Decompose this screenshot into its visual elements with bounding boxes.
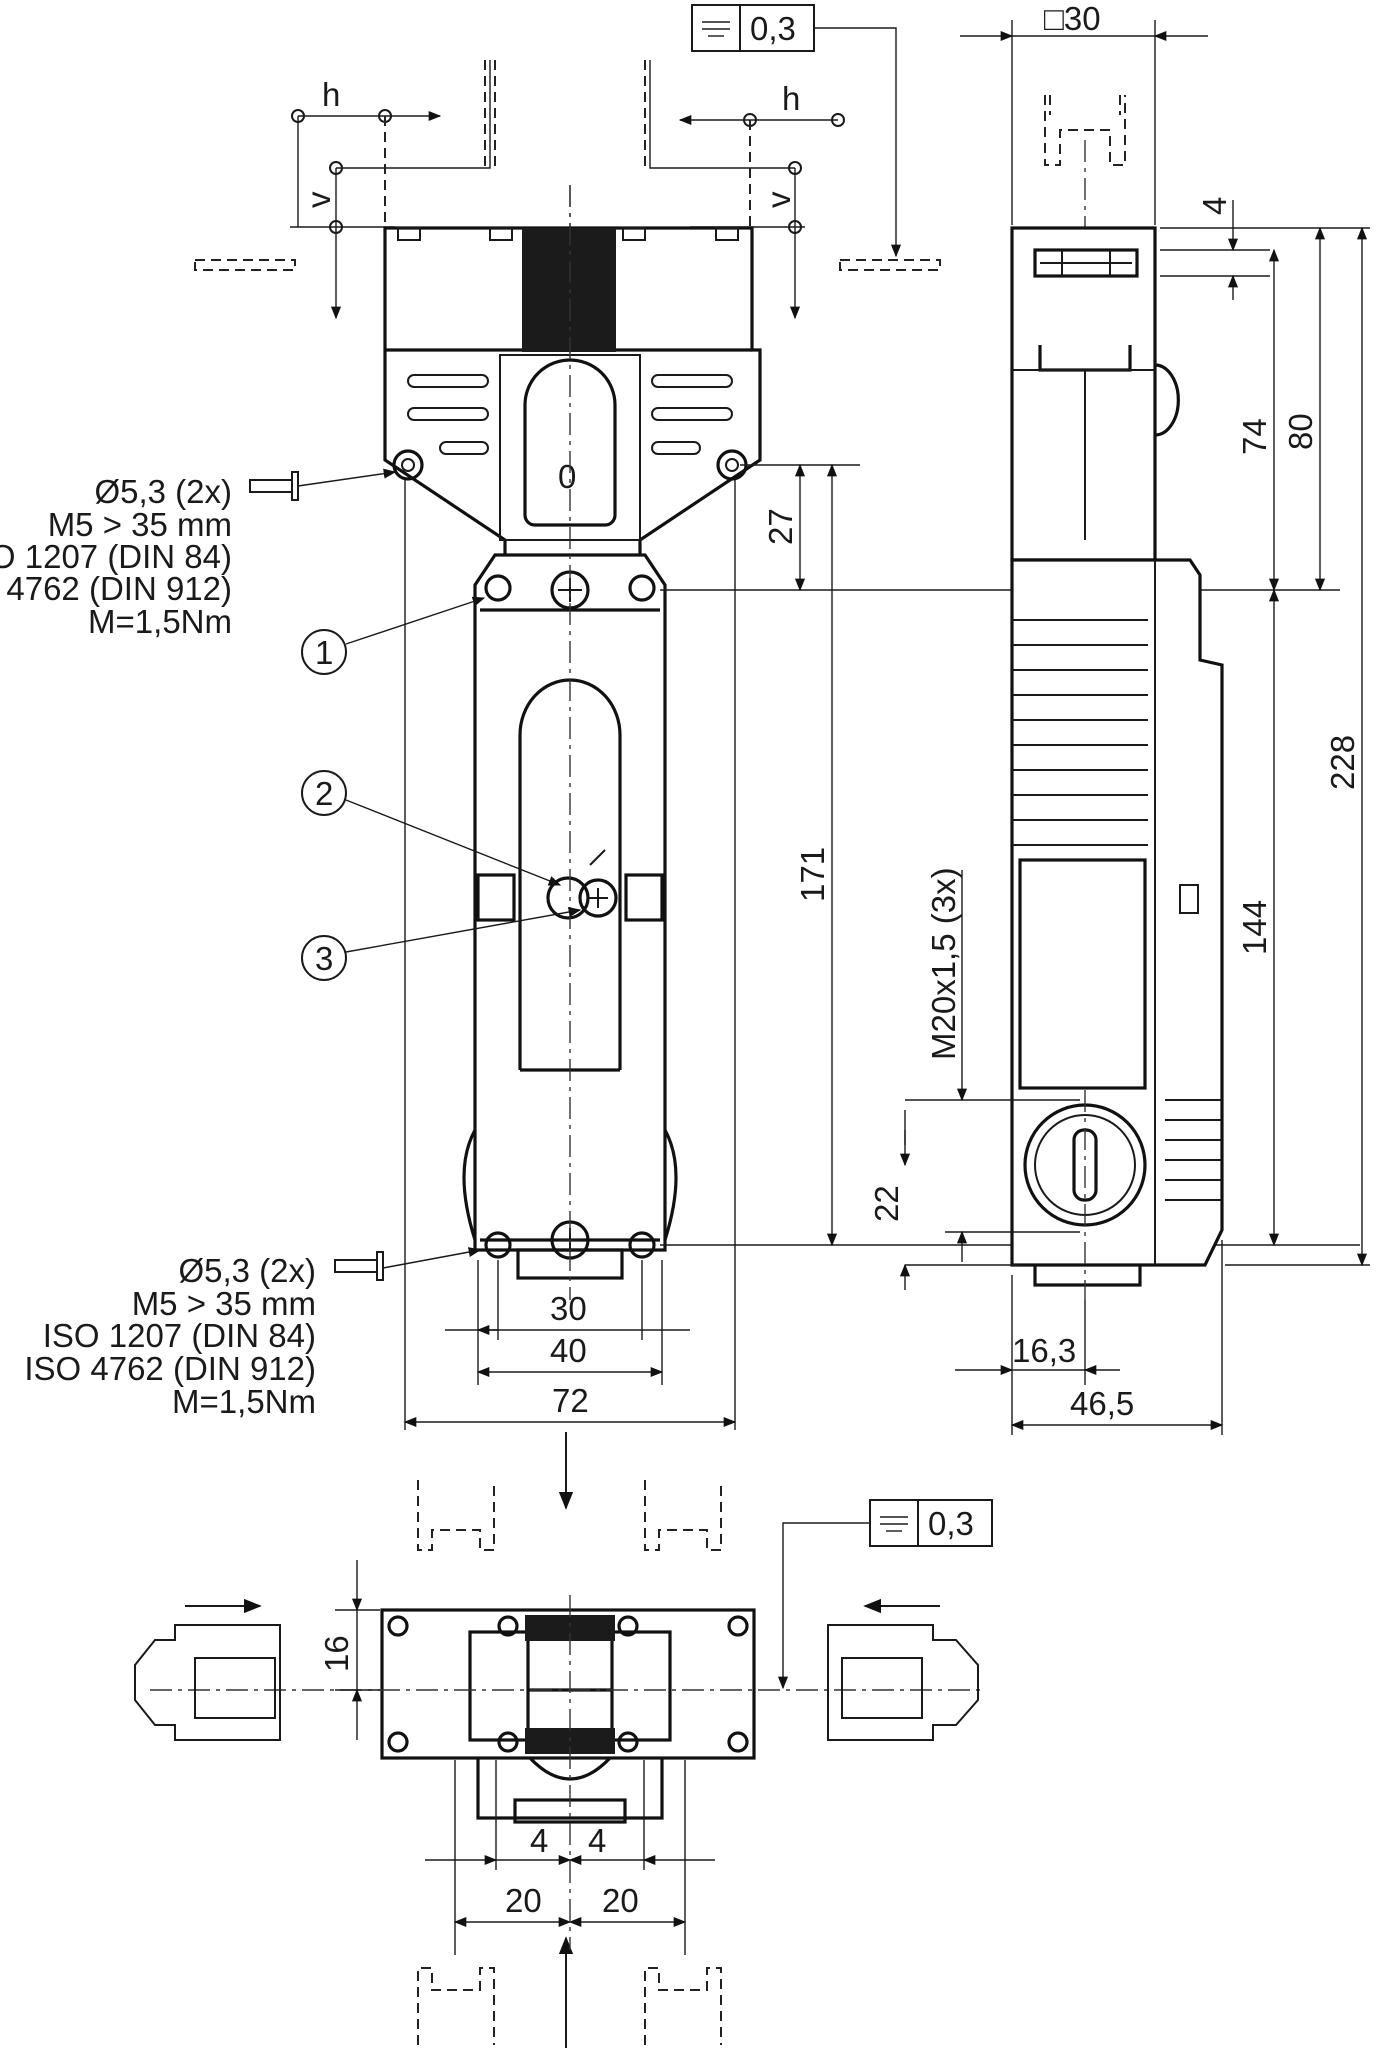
svg-text:M=1,5Nm: M=1,5Nm — [88, 603, 232, 640]
dim-144: 144 — [1236, 900, 1273, 955]
svg-text:ISO 4762 (DIN 912): ISO 4762 (DIN 912) — [0, 570, 232, 607]
callout-2: 2 — [315, 775, 333, 812]
front-view: 0 — [383, 185, 762, 1300]
dim-80: 80 — [1282, 413, 1319, 450]
actuator-right — [827, 1598, 979, 1741]
dim-30: 30 — [550, 1290, 587, 1327]
mount-hole-upper-left — [392, 449, 424, 481]
vent-slots-right — [651, 374, 733, 455]
side-grip-lower — [1165, 1099, 1222, 1201]
dim-20-right: 20 — [602, 1882, 639, 1919]
actuator-outline-bottom-right — [644, 1967, 722, 2045]
dim-171: 171 — [794, 847, 831, 902]
svg-text:Ø5,3 (2x): Ø5,3 (2x) — [178, 1252, 316, 1289]
front-dimensions: 30 40 72 27 171 — [403, 463, 1360, 1430]
side-dimensions: □30 4 74 80 228 144 M20x1,5 (3x) 22 16,3 — [868, 0, 1370, 1435]
tolerance-frame-top: 0,3 — [691, 4, 902, 258]
mounting-note-lower: Ø5,3 (2x) M5 > 35 mm ISO 1207 (DIN 84) I… — [24, 1247, 482, 1420]
dim-20-left: 20 — [505, 1882, 542, 1919]
actuator-outline-top-left — [417, 1480, 495, 1551]
svg-text:ISO 1207 (DIN 84): ISO 1207 (DIN 84) — [0, 538, 232, 575]
dim-16: 16 — [318, 1635, 355, 1672]
tolerance-value-bottom: 0,3 — [928, 1505, 974, 1542]
mounting-note-upper: Ø5,3 (2x) M5 > 35 mm ISO 1207 (DIN 84) I… — [0, 468, 397, 640]
dim-74: 74 — [1236, 418, 1273, 455]
svg-text:Ø5,3 (2x): Ø5,3 (2x) — [94, 473, 232, 510]
svg-text:M5 > 35 mm: M5 > 35 mm — [132, 1285, 316, 1322]
dim-4-left: 4 — [530, 1822, 548, 1859]
svg-text:M5 > 35 mm: M5 > 35 mm — [48, 506, 232, 543]
actuator-outline-bottom-left — [417, 1967, 495, 2045]
svg-text:ISO 4762 (DIN 912): ISO 4762 (DIN 912) — [24, 1350, 316, 1387]
v-label-right: v — [760, 191, 797, 208]
dim-square-30: □30 — [1044, 0, 1101, 37]
callout-3: 3 — [315, 940, 333, 977]
bottom-view — [134, 1432, 980, 2048]
side-view — [1010, 95, 1224, 1300]
vent-slots-left — [407, 374, 489, 455]
actuator-left — [134, 1598, 281, 1741]
dim-46-5: 46,5 — [1070, 1385, 1134, 1422]
window-digit: 0 — [558, 458, 576, 495]
svg-text:M=1,5Nm: M=1,5Nm — [172, 1383, 316, 1420]
bottom-dimensions: 16 4 4 20 20 — [318, 1560, 715, 1955]
thread-label: M20x1,5 (3x) — [925, 867, 962, 1060]
callout-1: 1 — [315, 634, 333, 671]
side-actuator-outline — [1044, 95, 1126, 166]
h-label-left: h — [322, 76, 340, 113]
dim-16-3: 16,3 — [1012, 1332, 1076, 1369]
bottom-mount-holes — [387, 1615, 749, 1753]
dim-40: 40 — [550, 1332, 587, 1369]
tolerance-frame-bottom: 0,3 — [777, 1499, 993, 1690]
auxiliary-release — [476, 849, 664, 922]
dim-4-right: 4 — [588, 1822, 606, 1859]
dim-22: 22 — [868, 1185, 905, 1222]
h-label-right: h — [782, 80, 800, 117]
side-ribs — [1012, 619, 1148, 846]
dim-4-top: 4 — [1196, 197, 1233, 215]
actuator-outline-top-right — [644, 1480, 722, 1551]
dim-27: 27 — [762, 508, 799, 545]
v-label-left: v — [300, 191, 337, 208]
callouts: 1 2 3 — [301, 596, 582, 981]
dim-228: 228 — [1324, 735, 1361, 790]
dim-72: 72 — [552, 1382, 589, 1419]
tolerance-value-top: 0,3 — [750, 10, 796, 47]
svg-text:ISO 1207 (DIN 84): ISO 1207 (DIN 84) — [43, 1317, 316, 1354]
